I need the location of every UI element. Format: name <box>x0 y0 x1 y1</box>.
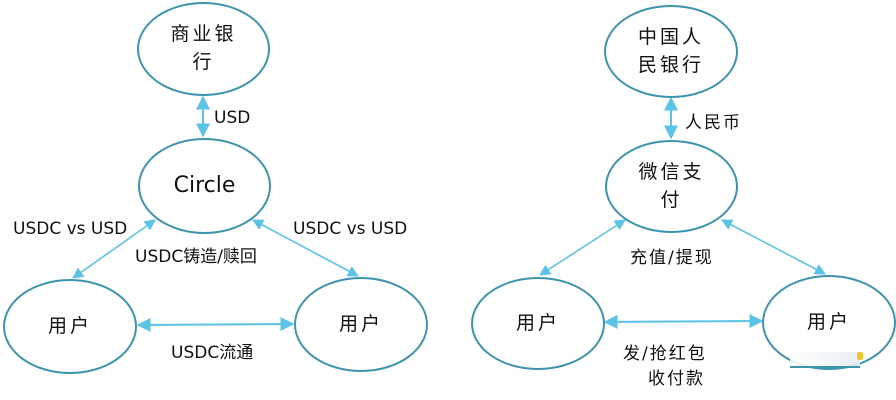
label-usdc-vs-usd-left: USDC vs USD <box>13 219 128 239</box>
label-usdc-vs-usd-right: USDC vs USD <box>293 219 408 239</box>
arrow-user-user-left <box>136 317 295 332</box>
arrow-wechat-user-left <box>539 219 626 276</box>
label-usdc-circulation: USDC流通 <box>171 343 254 363</box>
node-wechat-pay: 微信支 付 <box>605 140 738 233</box>
node-user-left-b-label: 用户 <box>338 312 383 335</box>
node-wechat-pay-line1: 微信支 <box>638 160 705 183</box>
arrow-circle-user-right <box>252 219 359 277</box>
node-pboc: 中国人 民银行 <box>604 5 738 98</box>
label-rmb: 人民币 <box>685 113 742 133</box>
label-usd: USD <box>214 108 251 128</box>
label-payments: 收付款 <box>648 369 705 389</box>
label-red-packet: 发/抢红包 <box>623 344 707 364</box>
node-circle-label: Circle <box>173 173 236 199</box>
node-pboc-line2: 民银行 <box>637 53 704 76</box>
watermark <box>790 352 860 368</box>
node-user-right-b-label: 用户 <box>806 310 851 333</box>
node-user-left-b: 用户 <box>294 277 428 372</box>
node-user-right-a-label: 用户 <box>515 311 560 334</box>
node-user-right-a: 用户 <box>471 277 605 370</box>
node-commercial-bank-line1: 商业银 <box>170 23 237 46</box>
watermark-logo-icon <box>857 352 863 360</box>
node-wechat-pay-line2: 付 <box>660 188 683 211</box>
node-commercial-bank: 商业银 行 <box>137 2 270 96</box>
arrow-wechat-user-right <box>721 219 826 275</box>
arrow-circle-user-left <box>72 219 156 279</box>
node-circle: Circle <box>138 138 271 234</box>
node-pboc-line1: 中国人 <box>637 25 704 48</box>
label-topup-withdraw: 充值/提现 <box>630 248 714 268</box>
node-commercial-bank-line2: 行 <box>192 51 215 73</box>
label-usdc-mint-redeem: USDC铸造/赎回 <box>135 247 257 267</box>
node-user-left-a: 用户 <box>3 279 137 374</box>
arrow-user-user-right <box>603 314 764 329</box>
node-user-left-a-label: 用户 <box>47 314 92 337</box>
